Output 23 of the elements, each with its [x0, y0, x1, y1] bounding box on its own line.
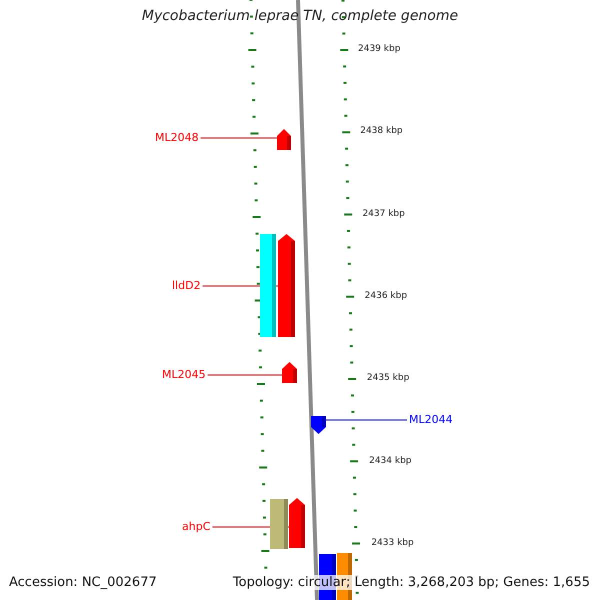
- leader-line: [207, 374, 282, 376]
- gene-feature: [277, 129, 291, 150]
- gene-bar: [270, 499, 288, 549]
- gene-bar: [260, 234, 276, 337]
- accession-text: Accession: NC_002677: [9, 575, 157, 590]
- gene-feature: [311, 416, 326, 434]
- scale-label: 2434 kbp: [369, 456, 412, 466]
- scale-label: 2439 kbp: [358, 44, 400, 54]
- scale-label: 2437 kbp: [362, 208, 405, 219]
- scale-label: 2436 kbp: [364, 290, 408, 301]
- gene-label: ML2045: [162, 368, 206, 382]
- scale-label: 2438 kbp: [360, 126, 403, 136]
- gene-feature: [278, 234, 295, 337]
- gene-feature: [289, 498, 305, 548]
- gene-label: ML2044: [409, 413, 453, 427]
- gene-label: ahpC: [182, 520, 210, 534]
- gene-label: ML2048: [155, 131, 199, 145]
- diagram-title: Mycobacterium leprae TN, complete genome: [140, 8, 460, 24]
- gene-feature: [282, 362, 297, 383]
- scale-label: 2435 kbp: [366, 373, 410, 384]
- scale-label: 2433 kbp: [371, 538, 414, 548]
- gene-label: lldD2: [172, 279, 201, 293]
- genome-summary-text: Topology: circular; Length: 3,268,203 bp; Genes: 1,655: [232, 575, 590, 590]
